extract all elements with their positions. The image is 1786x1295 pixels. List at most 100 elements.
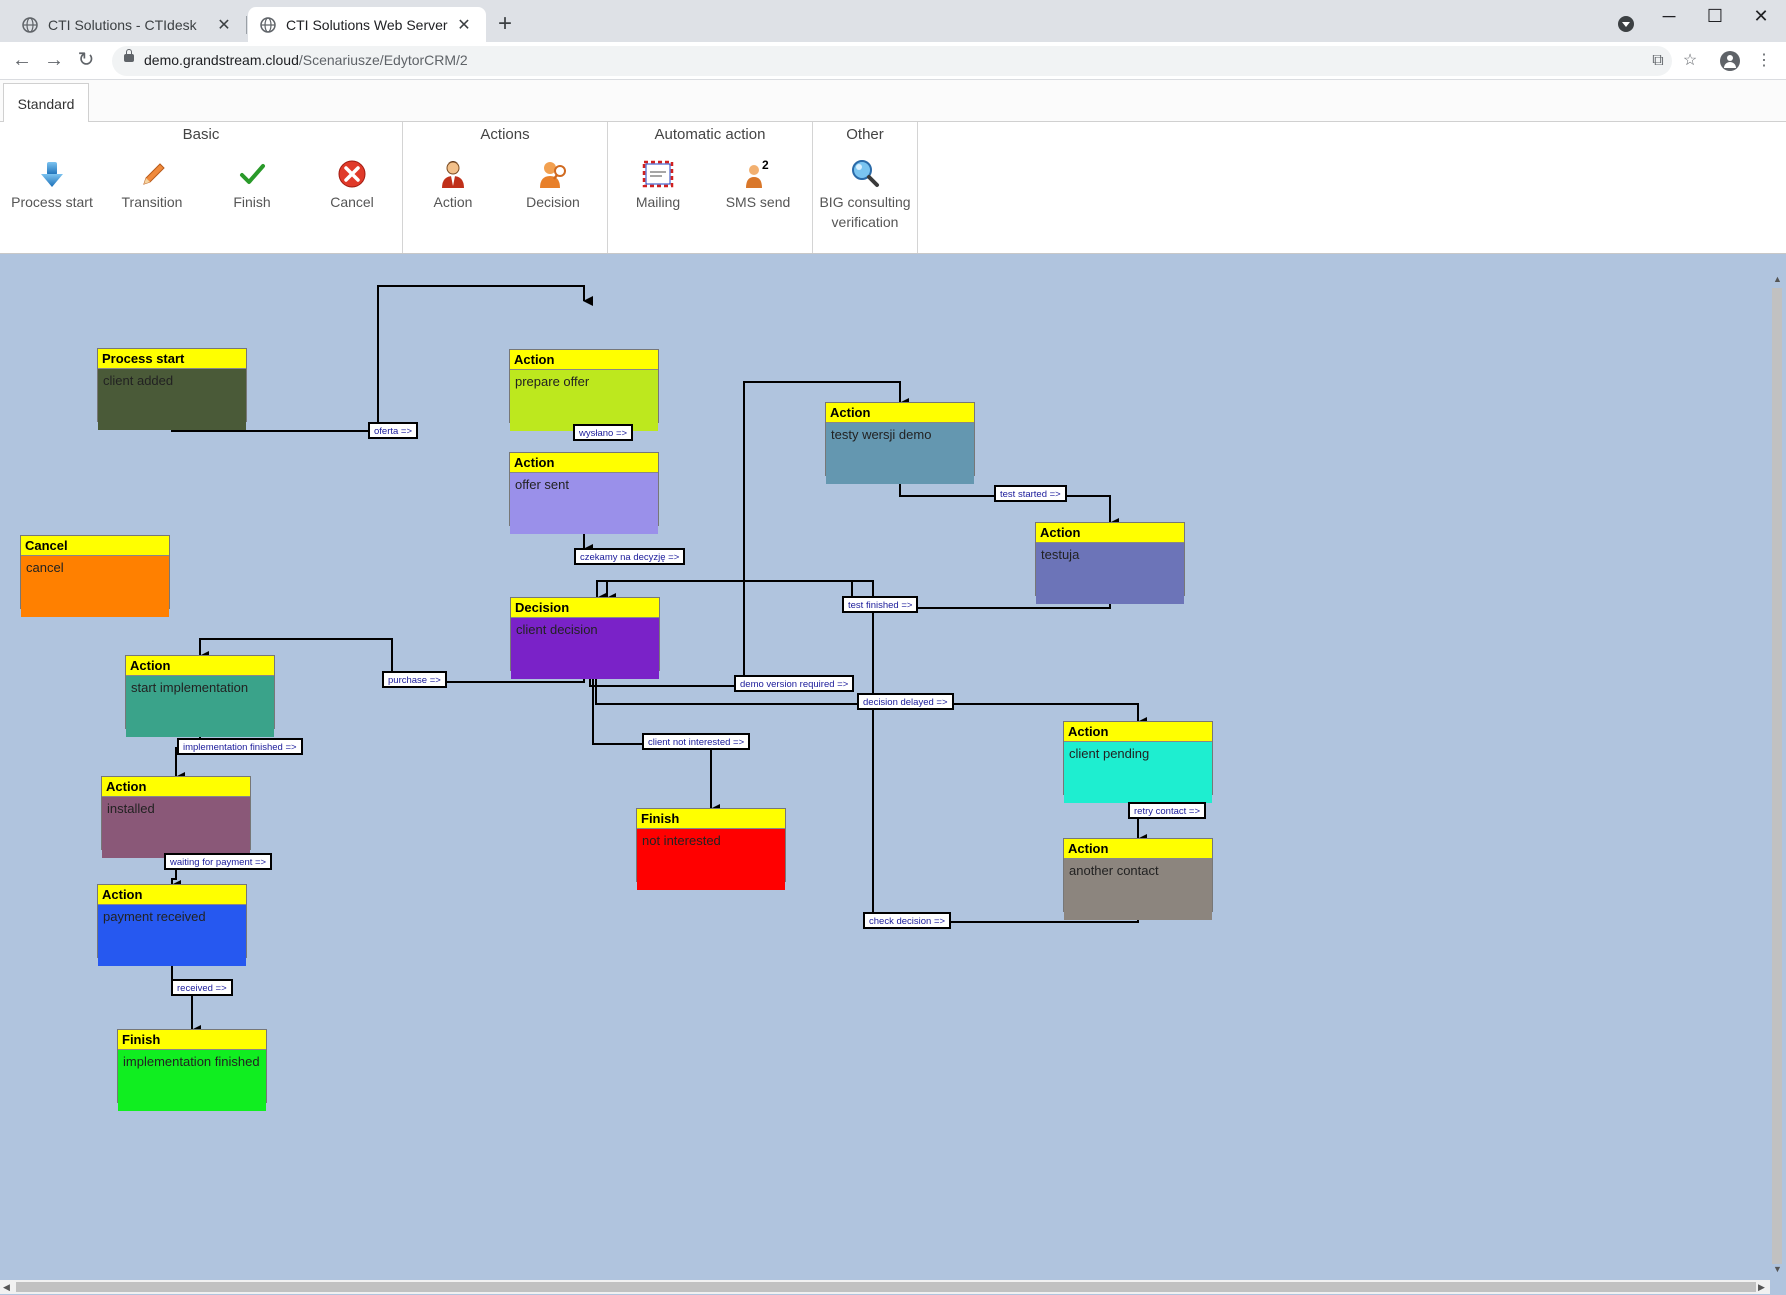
button-label: Process start [11,194,93,210]
node-type: Finish [118,1030,266,1050]
node-type: Action [126,656,274,676]
group-title: Basic [182,126,220,143]
scroll-left-icon[interactable]: ◀ [3,1282,10,1292]
reload-icon[interactable]: ↻ [77,49,95,71]
vertical-scrollbar[interactable]: ▲ ▼ [1770,274,1784,1274]
tab-search-icon[interactable] [1618,16,1634,32]
new-tab-icon[interactable]: + [498,10,513,37]
maximize-icon[interactable]: ☐ [1706,6,1724,26]
vertical-scroll-thumb[interactable] [1772,288,1782,1264]
horizontal-scroll-thumb[interactable] [16,1282,1756,1292]
close-window-icon[interactable]: ✕ [1753,6,1769,26]
process-start-button[interactable]: Process start [2,158,102,212]
edge-label-purchase[interactable]: purchase => [382,671,447,688]
browser-tabstrip: CTI Solutions - CTIdesk ✕ CTI Solutions … [0,0,1786,42]
minimize-icon[interactable]: ─ [1662,6,1676,26]
finish-button[interactable]: Finish [202,158,302,212]
address-bar[interactable]: demo.grandstream.cloud/Scenariusze/Edyto… [112,46,1672,76]
node-client-pending[interactable]: Action client pending [1063,721,1213,803]
button-label: Mailing [635,194,681,210]
bookmark-star-icon[interactable]: ☆ [1682,52,1698,69]
scroll-up-icon[interactable]: ▲ [1773,274,1782,284]
edge-label-received[interactable]: received => [171,979,233,996]
node-installed[interactable]: Action installed [101,776,251,858]
edge-label-implementation-finished[interactable]: implementation finished => [177,738,303,755]
edge-label-czekamy[interactable]: czekamy na decyzję => [574,548,686,565]
node-offer-sent[interactable]: Action offer sent [509,452,659,534]
tab-title: CTI Solutions Web Server [286,16,448,33]
scroll-right-icon[interactable]: ▶ [1758,1282,1765,1292]
mailing-button[interactable]: Mailing [608,158,708,212]
scroll-down-icon[interactable]: ▼ [1773,1264,1782,1274]
node-type: Action [98,885,246,905]
envelope-icon [642,160,674,188]
action-button[interactable]: Action [403,158,503,212]
edge-label-retry-contact[interactable]: retry contact => [1128,802,1207,819]
ribbon-group-automatic-action: Automatic action Mailing 2 SMS send [608,122,813,253]
horizontal-scrollbar[interactable]: ◀ ▶ [0,1280,1770,1294]
button-label: Cancel [330,194,374,210]
node-label: cancel [21,556,169,617]
edge-test-finished [596,580,1111,609]
ribbon-group-basic: Basic Process start Transition Finish Ca… [0,122,403,253]
node-cancel[interactable]: Cancel cancel [20,535,170,617]
back-icon[interactable]: ← [12,49,32,71]
cancel-button[interactable]: Cancel [302,158,402,212]
node-prepare-offer[interactable]: Action prepare offer [509,349,659,431]
ribbon-group-actions: Actions Action Decision [403,122,608,253]
edge-label-test-started[interactable]: test started => [994,485,1067,502]
node-type: Process start [98,349,246,369]
edge-label-check-decision[interactable]: check decision => [863,912,952,929]
edge-label-test-finished[interactable]: test finished => [842,596,919,613]
node-type: Action [102,777,250,797]
profile-avatar-icon[interactable] [1720,51,1740,71]
browser-tab-webserver[interactable]: CTI Solutions Web Server ✕ [248,7,486,42]
group-title: Other [846,126,884,143]
node-type: Finish [637,809,785,829]
diagram-canvas[interactable]: Process start client added Cancel cancel… [0,254,1786,1295]
sms-send-button[interactable]: 2 SMS send [708,158,808,212]
node-client-decision[interactable]: Decision client decision [510,597,660,679]
node-label: installed [102,797,250,858]
close-tab-icon[interactable]: ✕ [457,16,471,34]
ribbon-group-other: Other BIG consulting verification [813,122,918,253]
node-process-start[interactable]: Process start client added [97,348,247,430]
node-label: not interested [637,829,785,890]
tab-title: CTI Solutions - CTIdesk [48,16,197,33]
browser-tab-ctidesk[interactable]: CTI Solutions - CTIdesk ✕ [10,7,246,42]
node-label: testuja [1036,543,1184,604]
big-consulting-verification-button[interactable]: BIG consulting verification [815,158,915,232]
transition-button[interactable]: Transition [102,158,202,212]
close-tab-icon[interactable]: ✕ [217,16,231,34]
edge-label-demo-version-required[interactable]: demo version required => [734,675,855,692]
globe-icon [260,16,276,33]
node-testuja[interactable]: Action testuja [1035,522,1185,604]
edge-label-client-not-interested[interactable]: client not interested => [642,733,751,750]
node-another-contact[interactable]: Action another contact [1063,838,1213,920]
node-label: client added [98,369,246,430]
edge-label-waiting-for-payment[interactable]: waiting for payment => [164,853,273,870]
lock-icon[interactable] [124,49,134,62]
edge-label-oferta[interactable]: oferta => [368,422,419,439]
pencil-icon [143,163,165,185]
menu-kebab-icon[interactable]: ⋮ [1756,52,1772,69]
edge-demo [589,381,909,687]
group-title: Automatic action [654,126,766,143]
node-not-interested[interactable]: Finish not interested [636,808,786,890]
node-label: another contact [1064,859,1212,920]
ribbon-tab-standard[interactable]: Standard [3,83,89,122]
decision-button[interactable]: Decision [503,158,603,212]
node-type: Cancel [21,536,169,556]
translate-icon[interactable]: ⧉ [1652,52,1664,69]
edge-label-decision-delayed[interactable]: decision delayed => [857,693,954,710]
node-label: payment received [98,905,246,966]
ribbon-tabbar: Standard [0,80,1786,122]
node-implementation-finished[interactable]: Finish implementation finished [117,1029,267,1111]
node-payment-received[interactable]: Action payment received [97,884,247,966]
node-start-implementation[interactable]: Action start implementation [125,655,275,737]
edge-label-wyslano[interactable]: wysłano => [573,424,634,441]
node-label: implementation finished [118,1050,266,1111]
forward-icon[interactable]: → [44,49,64,71]
node-testy-wersji-demo[interactable]: Action testy wersji demo [825,402,975,484]
node-label: prepare offer [510,370,658,431]
